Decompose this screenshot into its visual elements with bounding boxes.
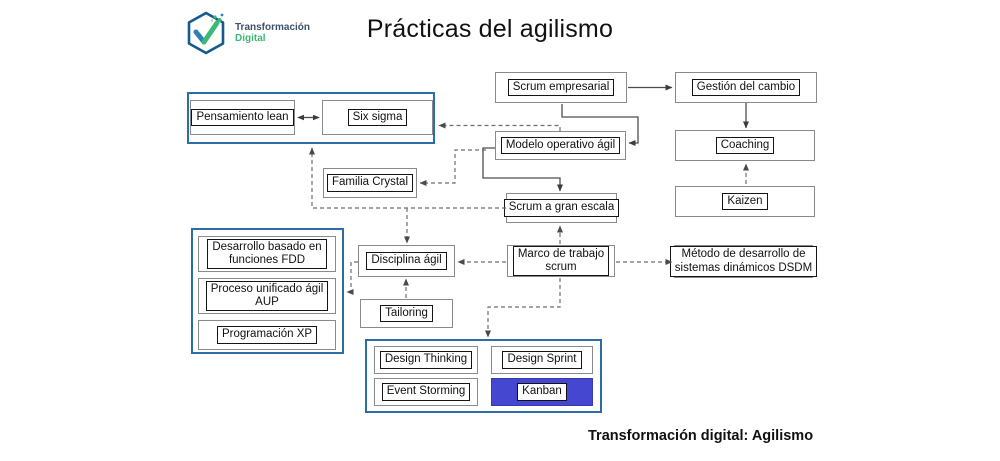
node-kaizen: Kaizen: [675, 186, 815, 217]
page-title: Prácticas del agilismo: [366, 15, 614, 43]
logo-text-line2: Digital: [235, 33, 266, 44]
node-modelo-operativo-agil-label: Modelo operativo ágil: [500, 136, 621, 155]
node-familia-crystal-label: Familia Crystal: [326, 174, 414, 192]
logo: Transformación Digital: [183, 10, 310, 56]
node-design-thinking-label: Design Thinking: [379, 351, 473, 369]
node-design-thinking: Design Thinking: [374, 346, 478, 374]
marco-line1: Marco de trabajo: [517, 247, 605, 260]
footer-caption: Transformación digital: Agilismo: [588, 428, 814, 444]
node-gestion-del-cambio-label: Gestión del cambio: [691, 78, 801, 97]
aup-line2: AUP: [255, 296, 279, 308]
node-modelo-operativo-agil: Modelo operativo ágil: [495, 131, 626, 160]
logo-text-line1: Transformación: [235, 22, 311, 33]
node-design-sprint-label: Design Sprint: [502, 351, 582, 369]
node-programacion-xp-label: Programación XP: [216, 326, 318, 344]
aup-line1: Proceso unificado ágil: [210, 282, 324, 295]
connector-disciplina-agil-to-fdd-group: [346, 261, 358, 295]
node-coaching-label: Coaching: [715, 136, 775, 155]
node-six-sigma: Six sigma: [322, 100, 433, 135]
dsdm-line1: Método de desarrollo de: [681, 248, 806, 261]
node-gestion-del-cambio: Gestión del cambio: [675, 72, 817, 103]
dsdm-line2: sistemas dinámicos DSDM: [674, 261, 813, 274]
node-event-storming-label: Event Storming: [381, 383, 471, 401]
node-kanban: Kanban: [491, 378, 593, 406]
group-design-practices: [365, 339, 602, 413]
transformacion-digital-logo-icon: [187, 11, 225, 55]
node-pensamiento-lean-label: Pensamiento lean: [191, 108, 294, 127]
node-scrum-a-gran-escala-label: Scrum a gran escala: [503, 199, 620, 217]
node-disciplina-agil-label: Disciplina ágil: [366, 252, 447, 270]
fdd-line1: Desarrollo basado en: [212, 240, 322, 253]
connector-modelo-operativo-to-familia-crystal: [419, 149, 486, 186]
node-programacion-xp: Programación XP: [198, 320, 336, 350]
node-six-sigma-label: Six sigma: [347, 108, 408, 127]
node-coaching: Coaching: [675, 130, 815, 161]
fdd-line2: funciones FDD: [228, 254, 306, 266]
node-scrum-empresarial: Scrum empresarial: [495, 72, 627, 103]
node-familia-crystal: Familia Crystal: [323, 168, 417, 198]
group-lean-sixsigma: [187, 92, 435, 144]
marco-line2: scrum: [545, 261, 577, 273]
node-pensamiento-lean: Pensamiento lean: [190, 100, 295, 135]
node-disciplina-agil: Disciplina ágil: [358, 245, 455, 277]
node-scrum-a-gran-escala: Scrum a gran escala: [503, 193, 620, 223]
node-tailoring: Tailoring: [360, 299, 453, 328]
node-tailoring-label: Tailoring: [380, 304, 433, 323]
node-kanban-label: Kanban: [517, 383, 567, 401]
node-design-sprint: Design Sprint: [491, 346, 593, 374]
node-event-storming: Event Storming: [374, 378, 478, 406]
node-kaizen-label: Kaizen: [722, 192, 768, 211]
connector-marco-to-design-group: [485, 278, 561, 338]
group-fdd-aup-xp: [191, 228, 344, 354]
node-scrum-empresarial-label: Scrum empresarial: [507, 78, 615, 97]
